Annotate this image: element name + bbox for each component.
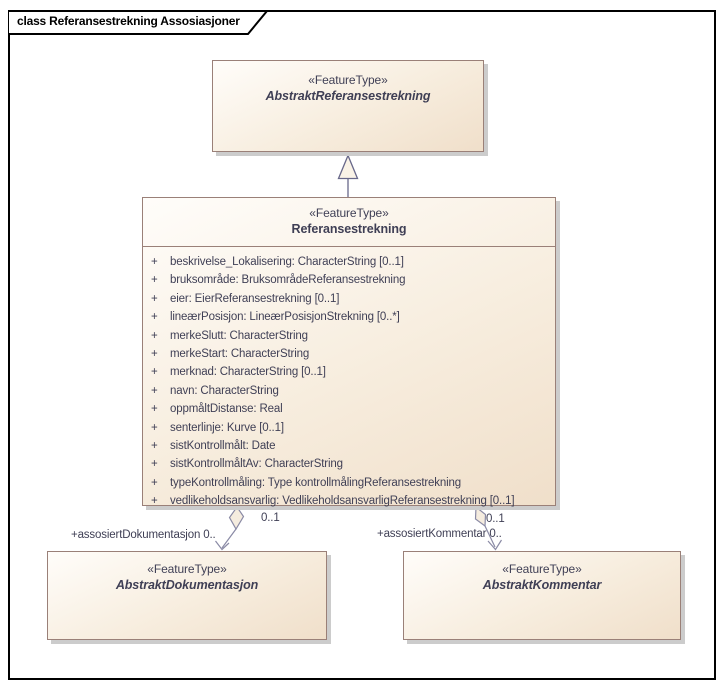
- attribute-text: lineærPosisjon: LineærPosisjonStrekning …: [170, 311, 400, 324]
- class-name: AbstraktKommentar: [482, 578, 602, 592]
- attribute-text: eier: EierReferansestrekning [0..1]: [170, 292, 340, 305]
- class-name: AbstraktDokumentasjon: [115, 578, 259, 592]
- visibility-marker: +: [151, 476, 158, 489]
- attribute-row[interactable]: + oppmåltDistanse: Real: [143, 400, 555, 418]
- attribute-row[interactable]: + navn: CharacterString: [143, 382, 555, 400]
- visibility-marker: +: [151, 439, 158, 452]
- visibility-marker: +: [151, 256, 158, 268]
- multiplicity-dokumentasjon[interactable]: 0..1: [261, 512, 280, 524]
- attribute-text: beskrivelse_Lokalisering: CharacterStrin…: [170, 256, 404, 268]
- attribute-row[interactable]: + beskrivelse_Lokalisering: CharacterStr…: [143, 253, 555, 271]
- attribute-row[interactable]: + vedlikeholdsansvarlig: Vedlikeholdsans…: [143, 492, 555, 510]
- multiplicity-kommentar[interactable]: 0..1: [486, 513, 505, 525]
- open-arrowhead-icon: [215, 540, 230, 551]
- stereotype-label: «FeatureType»: [502, 562, 582, 576]
- class-referansestrekning[interactable]: «FeatureType» Referansestrekning + beskr…: [142, 197, 556, 507]
- diagram-title: class Referansestrekning Assosiasjoner: [17, 14, 240, 28]
- attribute-row[interactable]: + merknad: CharacterString [0..1]: [143, 363, 555, 381]
- stereotype-label: «FeatureType»: [309, 206, 389, 220]
- class-abstrakt-referansestrekning[interactable]: «FeatureType» AbstraktReferansestrekning: [212, 60, 484, 152]
- visibility-marker: +: [151, 495, 158, 508]
- visibility-marker: +: [151, 274, 158, 287]
- attribute-row[interactable]: + bruksområde: BruksområdeReferansestrek…: [143, 271, 555, 289]
- attribute-row[interactable]: + merkeStart: CharacterString: [143, 345, 555, 363]
- attribute-row[interactable]: + sistKontrollmålt: Date: [143, 437, 555, 455]
- attribute-row[interactable]: + eier: EierReferansestrekning [0..1]: [143, 290, 555, 308]
- class-name: AbstraktReferansestrekning: [265, 89, 431, 103]
- visibility-marker: +: [151, 384, 158, 397]
- visibility-marker: +: [151, 366, 158, 379]
- attribute-row[interactable]: + merkeSlutt: CharacterString: [143, 327, 555, 345]
- attribute-text: bruksområde: BruksområdeReferansestrekni…: [170, 274, 406, 287]
- visibility-marker: +: [151, 292, 158, 305]
- visibility-marker: +: [151, 347, 158, 360]
- visibility-marker: +: [151, 311, 158, 324]
- attribute-text: merkeStart: CharacterString: [170, 347, 310, 360]
- role-label-kommentar[interactable]: +assosiertKommentar 0..: [377, 528, 502, 540]
- attribute-row[interactable]: + lineærPosisjon: LineærPosisjonStreknin…: [143, 308, 555, 326]
- stereotype-label: «FeatureType»: [308, 73, 388, 87]
- class-name: Referansestrekning: [291, 222, 407, 236]
- visibility-marker: +: [151, 458, 158, 471]
- attribute-text: merknad: CharacterString [0..1]: [170, 366, 326, 379]
- visibility-marker: +: [151, 421, 158, 434]
- stereotype-label: «FeatureType»: [147, 562, 227, 576]
- attribute-row[interactable]: + senterlinje: Kurve [0..1]: [143, 419, 555, 437]
- role-label-dokumentasjon[interactable]: +assosiertDokumentasjon 0..: [71, 529, 216, 541]
- class-abstrakt-kommentar[interactable]: «FeatureType» AbstraktKommentar: [403, 551, 681, 640]
- frame-tab-shape: [8, 10, 270, 35]
- attribute-text: sistKontrollmålt: Date: [170, 439, 276, 452]
- association-kommentar-connector[interactable]: [474, 505, 503, 551]
- attribute-row[interactable]: + sistKontrollmåltAv: CharacterString: [143, 455, 555, 473]
- visibility-marker: +: [151, 403, 158, 416]
- attribute-text: merkeSlutt: CharacterString: [170, 329, 308, 342]
- attribute-compartment: + beskrivelse_Lokalisering: CharacterStr…: [143, 247, 555, 510]
- attribute-text: sistKontrollmåltAv: CharacterString: [170, 458, 343, 471]
- association-dokumentasjon-connector[interactable]: [215, 505, 245, 551]
- class-abstrakt-dokumentasjon[interactable]: «FeatureType» AbstraktDokumentasjon: [47, 551, 327, 640]
- open-arrowhead-icon: [487, 539, 503, 551]
- generalization-triangle-icon: [337, 153, 359, 180]
- generalization-connector[interactable]: [337, 153, 359, 198]
- attribute-text: navn: CharacterString: [170, 384, 279, 397]
- attribute-text: typeKontrollmåling: Type kontrollmålingR…: [170, 476, 462, 489]
- attribute-row[interactable]: + typeKontrollmåling: Type kontrollmålin…: [143, 474, 555, 492]
- frame-tab: [8, 10, 270, 35]
- attribute-text: oppmåltDistanse: Real: [170, 403, 283, 416]
- attribute-text: senterlinje: Kurve [0..1]: [170, 421, 284, 434]
- visibility-marker: +: [151, 329, 158, 342]
- attribute-text: vedlikeholdsansvarlig: Vedlikeholdsansva…: [170, 495, 515, 508]
